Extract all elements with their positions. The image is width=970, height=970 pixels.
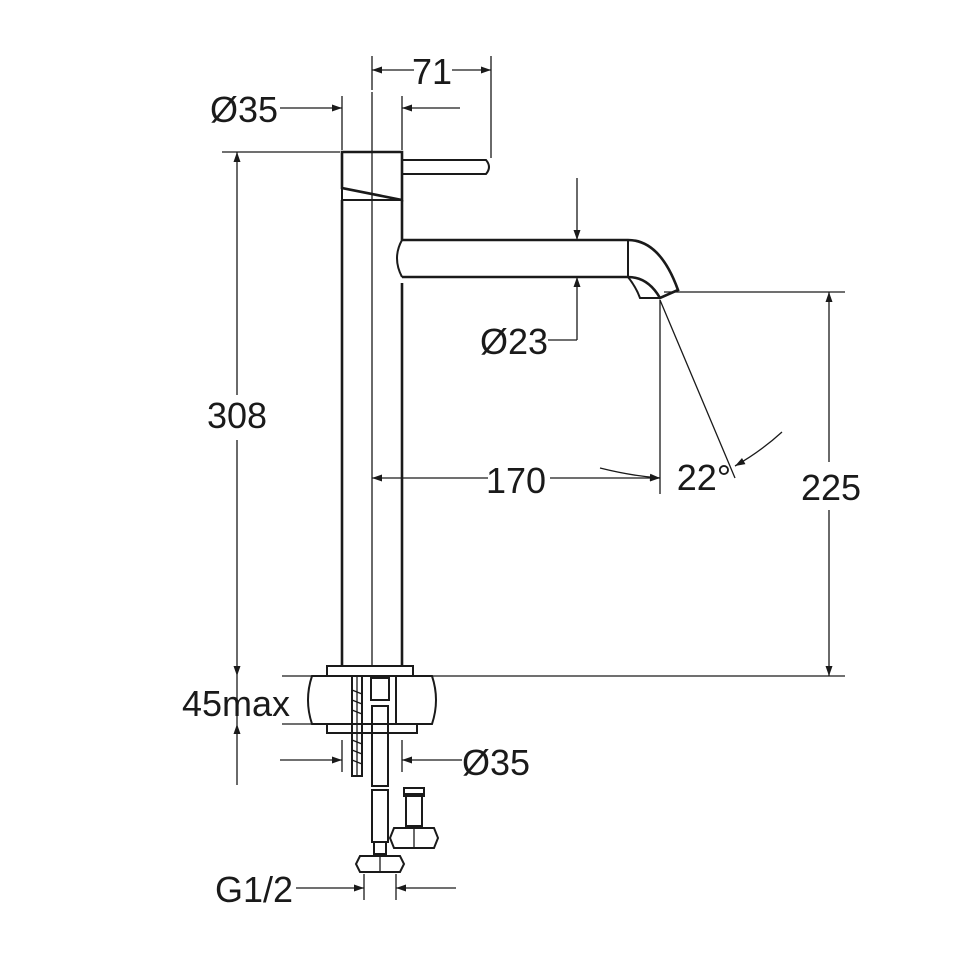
- dim-connection-thread: G1/2: [215, 869, 456, 910]
- spout-angle-label: 22°: [677, 457, 731, 498]
- deck-hatch-right: [395, 675, 437, 725]
- spout: [402, 238, 680, 300]
- hose-long-upper: [371, 705, 389, 787]
- dim-spout-height: 225: [432, 291, 861, 677]
- dim-spout-diameter: Ø23: [480, 178, 581, 362]
- connection-thread-label: G1/2: [215, 869, 293, 910]
- dim-handle-diameter: Ø35: [210, 89, 460, 150]
- lever-length-label: 71: [412, 51, 452, 92]
- supply-hoses: [354, 677, 440, 873]
- dim-deck-thickness: 45max: [182, 676, 290, 785]
- hose-short-connector: [403, 787, 425, 797]
- base-diameter-label: Ø35: [462, 742, 530, 783]
- faucet-body: [326, 92, 680, 677]
- dim-total-height: 308: [207, 151, 340, 676]
- spout-height-label: 225: [801, 467, 861, 508]
- dim-base-diameter: Ø35: [280, 740, 530, 783]
- dim-spout-reach: 170: [372, 300, 661, 501]
- dim-spout-angle: 22°: [599, 299, 783, 498]
- hose-long-hexnut: [354, 855, 406, 873]
- dim-lever-length: 71: [371, 51, 492, 158]
- handle-diameter-label: Ø35: [210, 89, 278, 130]
- hose-short-hexnut: [388, 827, 440, 849]
- hose-long-connector: [373, 841, 387, 855]
- spout-reach-label: 170: [486, 460, 546, 501]
- total-height-label: 308: [207, 395, 267, 436]
- handle-lever: [402, 159, 490, 175]
- base-flange: [326, 665, 414, 677]
- deck-section: [282, 675, 437, 777]
- hose-nut-top: [370, 677, 390, 701]
- hose-long-lower: [371, 789, 389, 843]
- spout-diameter-label: Ø23: [480, 321, 548, 362]
- deck-thickness-label: 45max: [182, 683, 290, 724]
- deck-hatch-left: [307, 675, 353, 725]
- hose-short: [405, 793, 423, 827]
